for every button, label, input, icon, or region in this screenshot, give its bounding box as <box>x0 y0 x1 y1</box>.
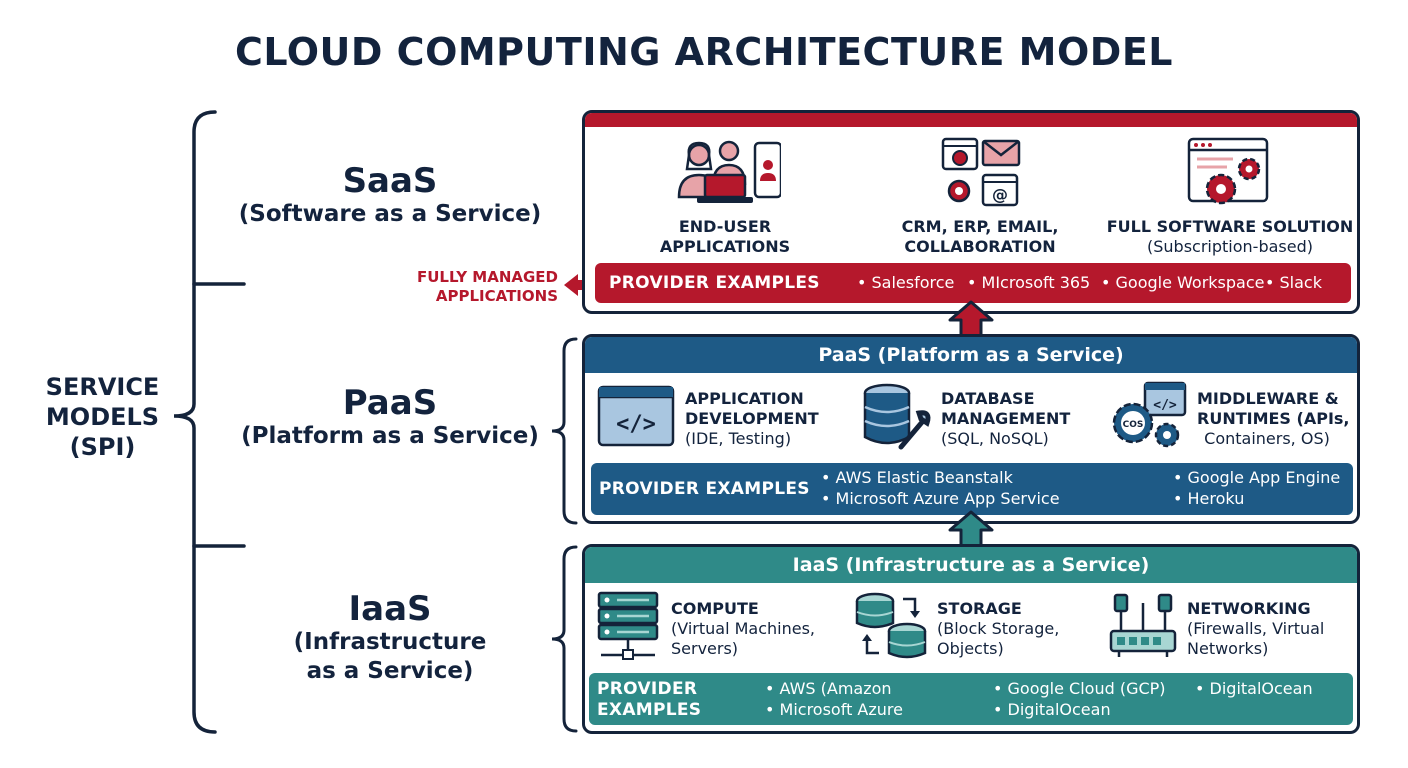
saas-f1-line1: END-USER <box>678 217 772 236</box>
iaas-feature-2-title: STORAGE (Block Storage, Objects) <box>937 599 1059 659</box>
saas-provider-1: • Salesforce <box>857 273 955 292</box>
paas-f1-line3: (IDE, Testing) <box>685 429 792 448</box>
saas-top-bar <box>585 113 1357 127</box>
iaas-provider-bar: PROVIDER EXAMPLES • AWS (Amazon • Micros… <box>589 673 1353 725</box>
iaas-f1-line3: Servers) <box>671 639 739 658</box>
paas-f1-line1: APPLICATION <box>685 389 804 408</box>
iaas-provider-1: • AWS (Amazon <box>765 679 892 698</box>
spi-line-1: SERVICE <box>45 373 160 401</box>
iaas-provider-5: • DigitalOcean <box>993 700 1111 719</box>
svg-text:</>: </> <box>1153 398 1177 413</box>
iaas-provider-2: • Microsoft Azure <box>765 700 903 719</box>
iaas-header: IaaS (Infrastructure as a Service) <box>585 547 1357 583</box>
paas-box: PaaS (Platform as a Service) </> APPLICA… <box>582 334 1360 524</box>
iaas-provider-label-2: EXAMPLES <box>597 700 702 720</box>
paas-f3-line3: Containers, OS) <box>1204 429 1330 448</box>
paas-feature-1-title: APPLICATION DEVELOPMENT (IDE, Testing) <box>685 389 819 449</box>
saas-provider-4: • Slack <box>1265 273 1322 292</box>
middleware-gears-icon: </> COS <box>1112 381 1187 448</box>
paas-feature-3-title: MIDDLEWARE & RUNTIMES (APIs, Containers,… <box>1197 389 1350 449</box>
server-rack-icon <box>597 591 659 660</box>
paas-provider-2: • Microsoft Azure App Service <box>821 489 1060 508</box>
left-arrow-icon <box>564 274 596 296</box>
paas-sub: (Platform as a Service) <box>241 423 539 449</box>
iaas-name: IaaS <box>348 589 432 629</box>
iaas-box: IaaS (Infrastructure as a Service) COMPU… <box>582 544 1360 734</box>
crm-email-icon: @ <box>941 137 1021 207</box>
saas-f3-line1: FULL SOFTWARE SOLUTION <box>1106 217 1354 236</box>
paas-f2-line3: (SQL, NoSQL) <box>941 429 1049 448</box>
saas-provider-label: PROVIDER EXAMPLES <box>609 273 820 293</box>
spi-line-3: (SPI) <box>69 433 136 461</box>
saas-feature-1-title: END-USER APPLICATIONS <box>625 217 825 257</box>
users-laptop-icon <box>677 140 781 203</box>
paas-f3-line2: RUNTIMES (APIs, <box>1197 409 1350 428</box>
iaas-f1-line2: (Virtual Machines, <box>671 619 816 638</box>
storage-disks-icon <box>855 592 927 659</box>
svg-text:@: @ <box>992 185 1008 204</box>
saas-box: END-USER APPLICATIONS @ CRM, ERP, EMAIL,… <box>582 110 1360 314</box>
page-title: CLOUD COMPUTING ARCHITECTURE MODEL <box>235 30 1173 74</box>
paas-provider-4: • Heroku <box>1173 489 1245 508</box>
paas-header: PaaS (Platform as a Service) <box>585 337 1357 373</box>
svg-text:</>: </> <box>616 412 656 437</box>
saas-f1-line2: APPLICATIONS <box>659 237 791 256</box>
saas-f2-line2: COLLABORATION <box>904 237 1056 256</box>
paas-f2-line1: DATABASE <box>941 389 1035 408</box>
fully-managed-line-1: FULLY MANAGED <box>417 268 558 286</box>
iaas-provider-4: • DigitalOcean <box>1195 679 1313 698</box>
iaas-feature-3-title: NETWORKING (Firewalls, Virtual Networks) <box>1187 599 1324 659</box>
paas-model-label: PaaS (Platform as a Service) <box>230 384 550 451</box>
spi-label: SERVICE MODELS (SPI) <box>30 372 175 462</box>
paas-feature-2-title: DATABASE MANAGEMENT (SQL, NoSQL) <box>941 389 1070 449</box>
iaas-provider-label: PROVIDER EXAMPLES <box>597 679 701 721</box>
middleware-gear-text: COS <box>1123 420 1144 430</box>
saas-provider-3: • Google Workspace <box>1101 273 1265 292</box>
fully-managed-label: FULLY MANAGED APPLICATIONS <box>390 268 558 306</box>
iaas-f2-line3: Objects) <box>937 639 1004 658</box>
saas-feature-3-title: FULL SOFTWARE SOLUTION (Subscription-bas… <box>1105 217 1355 257</box>
saas-provider-2: • MIcrosoft 365 <box>967 273 1091 292</box>
database-wrench-icon <box>863 383 931 450</box>
code-window-icon: </> <box>597 385 675 447</box>
iaas-feature-1-title: COMPUTE (Virtual Machines, Servers) <box>671 599 815 659</box>
fully-managed-line-2: APPLICATIONS <box>435 287 558 305</box>
saas-name: SaaS <box>342 161 438 201</box>
saas-sub: (Software as a Service) <box>238 201 542 227</box>
paas-f1-line2: DEVELOPMENT <box>685 409 819 428</box>
saas-model-label: SaaS (Software as a Service) <box>230 162 550 229</box>
iaas-f1-line1: COMPUTE <box>671 599 759 618</box>
spi-line-2: MODELS <box>45 403 160 431</box>
saas-f2-line1: CRM, ERP, EMAIL, <box>901 217 1059 236</box>
iaas-sub-1: (Infrastructure <box>293 629 487 655</box>
iaas-f3-line3: Networks) <box>1187 639 1269 658</box>
saas-feature-2-title: CRM, ERP, EMAIL, COLLABORATION <box>875 217 1085 257</box>
paas-provider-1: • AWS Elastic Beanstalk <box>821 468 1013 487</box>
left-brace-graphic <box>173 110 246 734</box>
iaas-sub-2: as a Service) <box>306 658 474 684</box>
paas-provider-3: • Google App Engine <box>1173 468 1341 487</box>
iaas-provider-label-1: PROVIDER <box>597 679 698 699</box>
iaas-model-label: IaaS (Infrastructure as a Service) <box>230 590 550 686</box>
iaas-f3-line1: NETWORKING <box>1187 599 1311 618</box>
network-switch-icon <box>1109 593 1177 657</box>
iaas-provider-3: • Google Cloud (GCP) <box>993 679 1166 698</box>
paas-f2-line2: MANAGEMENT <box>941 409 1071 428</box>
iaas-f3-line2: (Firewalls, Virtual <box>1187 619 1325 638</box>
saas-f3-line2: (Subscription-based) <box>1147 237 1313 256</box>
iaas-f2-line1: STORAGE <box>937 599 1022 618</box>
paas-f3-line1: MIDDLEWARE & <box>1197 389 1339 408</box>
paas-name: PaaS <box>342 383 438 423</box>
iaas-f2-line2: (Block Storage, <box>937 619 1060 638</box>
paas-provider-label: PROVIDER EXAMPLES <box>599 479 810 499</box>
paas-brace <box>551 337 578 525</box>
iaas-brace <box>551 545 578 733</box>
saas-provider-bar: PROVIDER EXAMPLES • Salesforce • MIcroso… <box>595 263 1351 303</box>
software-gears-icon <box>1187 137 1269 205</box>
paas-provider-bar: PROVIDER EXAMPLES • AWS Elastic Beanstal… <box>591 463 1353 515</box>
